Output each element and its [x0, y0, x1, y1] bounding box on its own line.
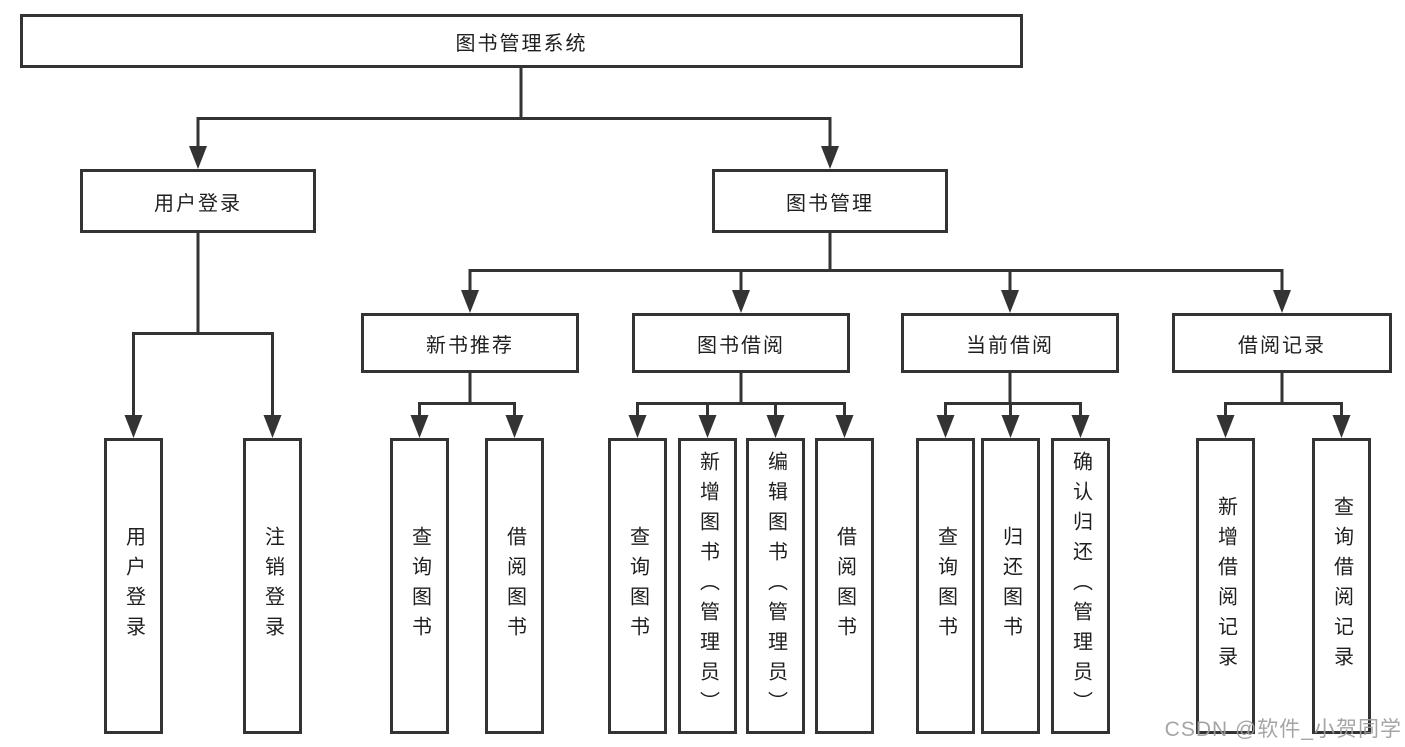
- node-borrow-records: 借阅记录: [1172, 313, 1392, 373]
- node-label: 图书管理系统: [455, 32, 588, 55]
- node-label: 借阅图书: [833, 526, 856, 646]
- leaf-user-login: 用户登录: [104, 438, 163, 734]
- connector-root-to-level2: [189, 68, 839, 169]
- node-label: 借阅记录: [1238, 334, 1326, 357]
- node-label: 图书借阅: [697, 334, 785, 357]
- connector-user-login-children: [124, 233, 282, 438]
- leaf-logout: 注销登录: [243, 438, 302, 734]
- node-label: 归还图书: [999, 526, 1022, 646]
- connector-new-book-children: [410, 373, 524, 438]
- node-label: 当前借阅: [966, 334, 1054, 357]
- leaf-add-borrow-record: 新增借阅记录: [1196, 438, 1255, 734]
- node-label: 查询图书: [626, 526, 649, 646]
- node-label: 查询图书: [408, 526, 431, 646]
- node-label: 用户登录: [122, 526, 145, 646]
- leaf-borrow-books-recommend: 借阅图书: [485, 438, 544, 734]
- node-label: 新增借阅记录: [1214, 496, 1237, 676]
- node-label: 查询图书: [934, 526, 957, 646]
- node-current-borrow: 当前借阅: [901, 313, 1119, 373]
- node-label: 图书管理: [786, 192, 874, 215]
- node-label: 查询借阅记录: [1330, 496, 1353, 676]
- leaf-return-books: 归还图书: [981, 438, 1040, 734]
- leaf-query-borrow-record: 查询借阅记录: [1312, 438, 1371, 734]
- connector-book-management-children: [461, 233, 1291, 313]
- node-label: 确认归还（管理员）: [1069, 451, 1092, 721]
- leaf-confirm-return-admin: 确认归还（管理员）: [1051, 438, 1110, 734]
- node-new-book-recommend: 新书推荐: [361, 313, 579, 373]
- node-label: 借阅图书: [503, 526, 526, 646]
- leaf-query-books-current: 查询图书: [916, 438, 975, 734]
- node-user-login: 用户登录: [80, 169, 316, 233]
- leaf-query-books-recommend: 查询图书: [390, 438, 449, 734]
- connector-book-borrow-children: [628, 373, 854, 438]
- node-label: 注销登录: [261, 526, 284, 646]
- watermark: CSDN @软件_小贺同学: [1164, 718, 1402, 741]
- leaf-add-books-admin: 新增图书（管理员）: [678, 438, 737, 734]
- leaf-borrow-books: 借阅图书: [815, 438, 874, 734]
- node-book-borrow: 图书借阅: [632, 313, 850, 373]
- node-label: 用户登录: [154, 192, 242, 215]
- node-label: 新增图书（管理员）: [696, 451, 719, 721]
- connector-borrow-records-children: [1216, 373, 1351, 438]
- connector-current-borrow-children: [936, 373, 1090, 438]
- node-label: 新书推荐: [426, 334, 514, 357]
- node-book-management: 图书管理: [712, 169, 948, 233]
- leaf-edit-books-admin: 编辑图书（管理员）: [746, 438, 805, 734]
- node-root: 图书管理系统: [20, 14, 1023, 68]
- leaf-query-books-borrow: 查询图书: [608, 438, 667, 734]
- node-label: 编辑图书（管理员）: [764, 451, 787, 721]
